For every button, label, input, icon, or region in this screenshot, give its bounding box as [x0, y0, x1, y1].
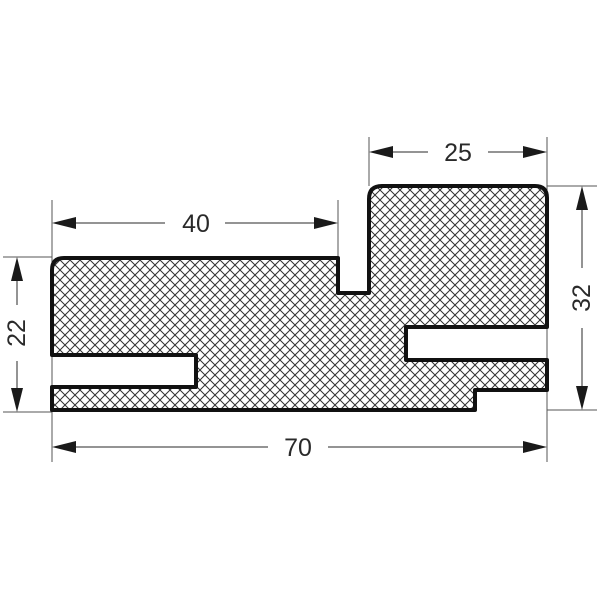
arrowhead-down: [11, 388, 23, 412]
dim-label-left-height: 22: [3, 319, 31, 347]
profile-cross-section: [50, 184, 549, 412]
dimension-step-width: 25: [369, 139, 547, 167]
dim-label-overall-height: 32: [568, 284, 596, 312]
dimension-overall-height: 32: [568, 186, 596, 410]
arrowhead-up: [576, 186, 588, 210]
dimension-left-width: 40: [52, 210, 338, 238]
dim-label-left-width: 40: [182, 210, 210, 238]
dim-label-overall-width: 70: [284, 434, 312, 462]
arrowhead-up: [11, 257, 23, 281]
arrowhead-right: [523, 146, 547, 158]
dimension-left-height: 22: [3, 257, 31, 412]
arrowhead-left: [52, 217, 76, 229]
arrowhead-down: [576, 386, 588, 410]
arrowhead-left: [52, 441, 76, 453]
arrowhead-right: [314, 217, 338, 229]
arrowhead-right: [523, 441, 547, 453]
dim-label-step-width: 25: [444, 139, 472, 167]
dimension-overall-width: 70: [52, 434, 547, 462]
arrowhead-left: [369, 146, 393, 158]
